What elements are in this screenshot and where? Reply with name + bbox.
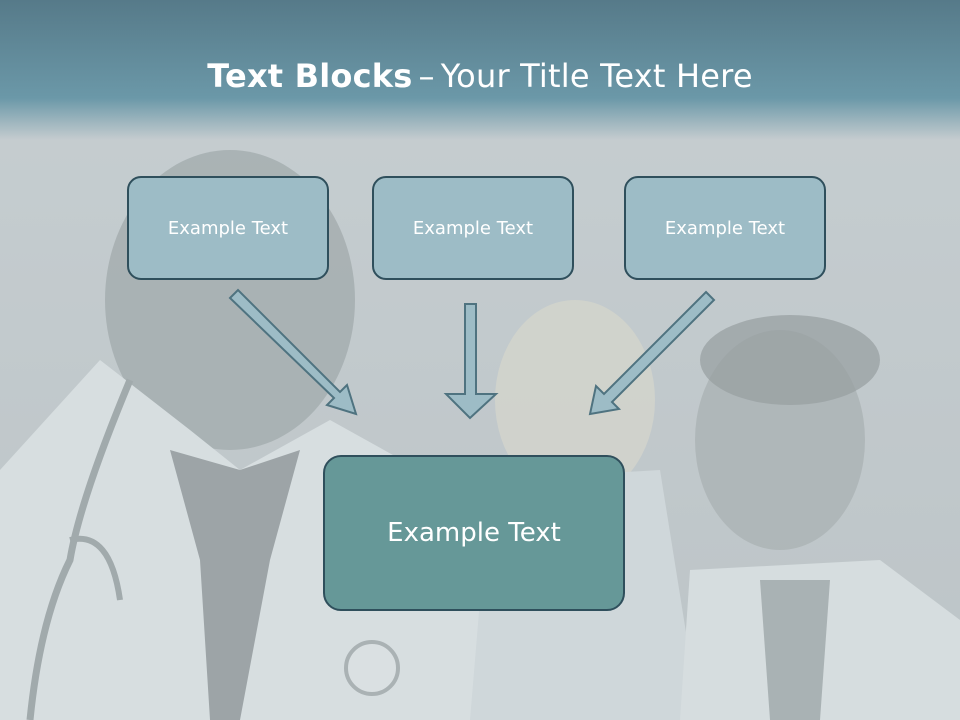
top-box-1-label: Example Text — [167, 217, 289, 239]
center-box: Example Text — [323, 455, 625, 611]
top-box-3-label: Example Text — [664, 217, 786, 239]
top-box-2: Example Text — [372, 176, 574, 280]
arrow-center — [443, 303, 499, 420]
title-bold: Text Blocks — [207, 57, 413, 95]
top-box-3: Example Text — [624, 176, 826, 280]
top-box-2-label: Example Text — [412, 217, 534, 239]
title-separator: – — [418, 57, 435, 95]
title-rest: Your Title Text Here — [440, 57, 753, 95]
center-box-label: Example Text — [387, 518, 561, 548]
top-box-1: Example Text — [127, 176, 329, 280]
arrow-left — [228, 288, 358, 416]
page-title: Text Blocks–Your Title Text Here — [0, 54, 960, 98]
title-band — [0, 0, 960, 140]
arrow-right — [588, 290, 716, 416]
